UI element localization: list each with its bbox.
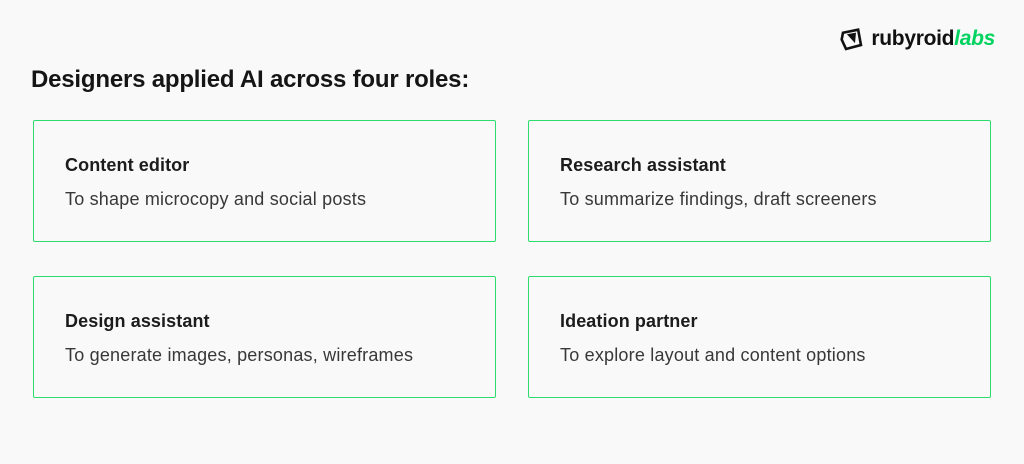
logo-wordmark: rubyroidlabs xyxy=(871,27,995,51)
gem-icon xyxy=(840,28,863,51)
card-description: To summarize findings, draft screeners xyxy=(560,189,877,209)
card-title: Design assistant xyxy=(65,311,210,331)
card-design-assistant: Design assistant To generate images, per… xyxy=(33,276,496,398)
card-description: To generate images, personas, wireframes xyxy=(65,345,414,365)
rubyroidlabs-logo: rubyroidlabs xyxy=(838,26,995,52)
card-research-assistant: Research assistant To summarize findings… xyxy=(528,120,991,242)
card-title: Content editor xyxy=(65,155,190,175)
logo-text-labs: labs xyxy=(954,27,995,50)
logo-text-rubyroid: rubyroid xyxy=(871,27,955,50)
card-content-editor: Content editor To shape microcopy and so… xyxy=(33,120,496,242)
card-title: Ideation partner xyxy=(560,311,698,331)
card-title: Research assistant xyxy=(560,155,726,175)
card-description: To explore layout and content options xyxy=(560,345,866,365)
card-ideation-partner: Ideation partner To explore layout and c… xyxy=(528,276,991,398)
card-description: To shape microcopy and social posts xyxy=(65,189,367,209)
roles-grid: Content editor To shape microcopy and so… xyxy=(33,120,991,398)
page-title: Designers applied AI across four roles: xyxy=(31,66,470,93)
